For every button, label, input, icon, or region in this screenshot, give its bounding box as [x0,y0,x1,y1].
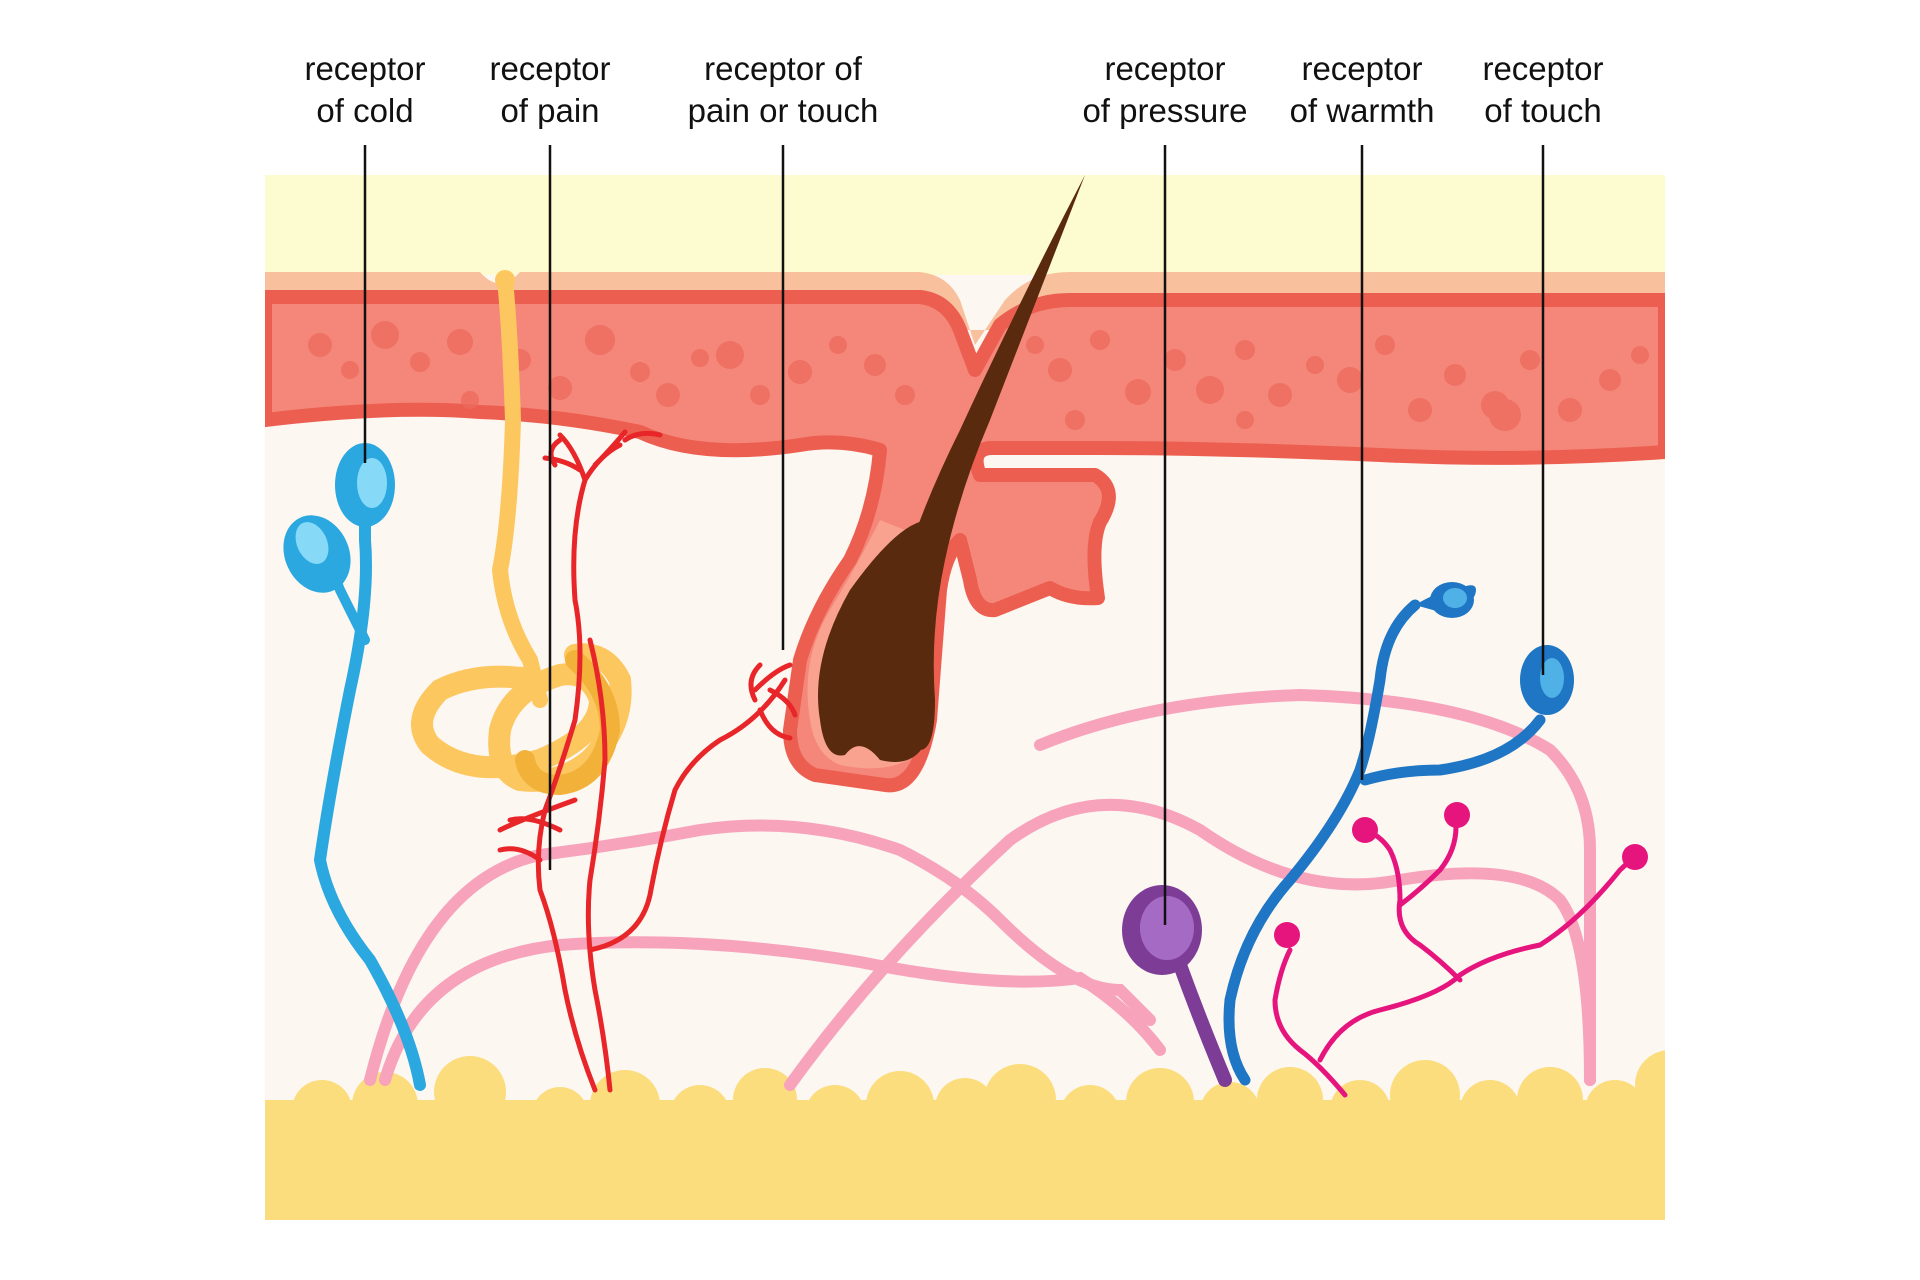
label-warmth-receptor: receptor of warmth [1212,48,1512,132]
label-pressure-receptor: receptor of pressure [1015,48,1315,132]
touch-receptor [1223,582,1574,1086]
subcutaneous-fat [265,1050,1665,1220]
warmth-receptor-ends [1274,802,1648,948]
label-cold-receptor: receptor of cold [215,48,515,132]
label-line-2: of warmth [1289,92,1435,129]
pressure-receptor [1122,885,1232,1087]
skin-surface [265,175,1665,275]
label-pain-or-touch-receptor: receptor of pain or touch [633,48,933,132]
label-line-2: pain or touch [687,92,879,129]
label-line-1: receptor [1301,50,1423,87]
label-pointers [363,145,1545,925]
epidermis-cells [308,321,1649,431]
label-line-1: receptor of [704,50,862,87]
nerve-fibers [364,688,1596,1091]
label-line-1: receptor [1104,50,1226,87]
label-pain-receptor: receptor of pain [400,48,700,132]
label-line-1: receptor [489,50,611,87]
label-line-1: receptor [1482,50,1604,87]
label-line-1: receptor [304,50,426,87]
label-line-2: of cold [316,92,414,129]
label-line-2: of pressure [1082,92,1248,129]
label-line-2: of pain [500,92,600,129]
hair-root [818,520,940,762]
cold-receptor [283,443,426,1091]
skin-layers [265,175,1665,1220]
epidermis [265,290,1665,793]
warmth-receptor [1272,812,1643,1098]
label-touch-receptor: receptor of touch [1393,48,1693,132]
label-line-2: of touch [1484,92,1602,129]
